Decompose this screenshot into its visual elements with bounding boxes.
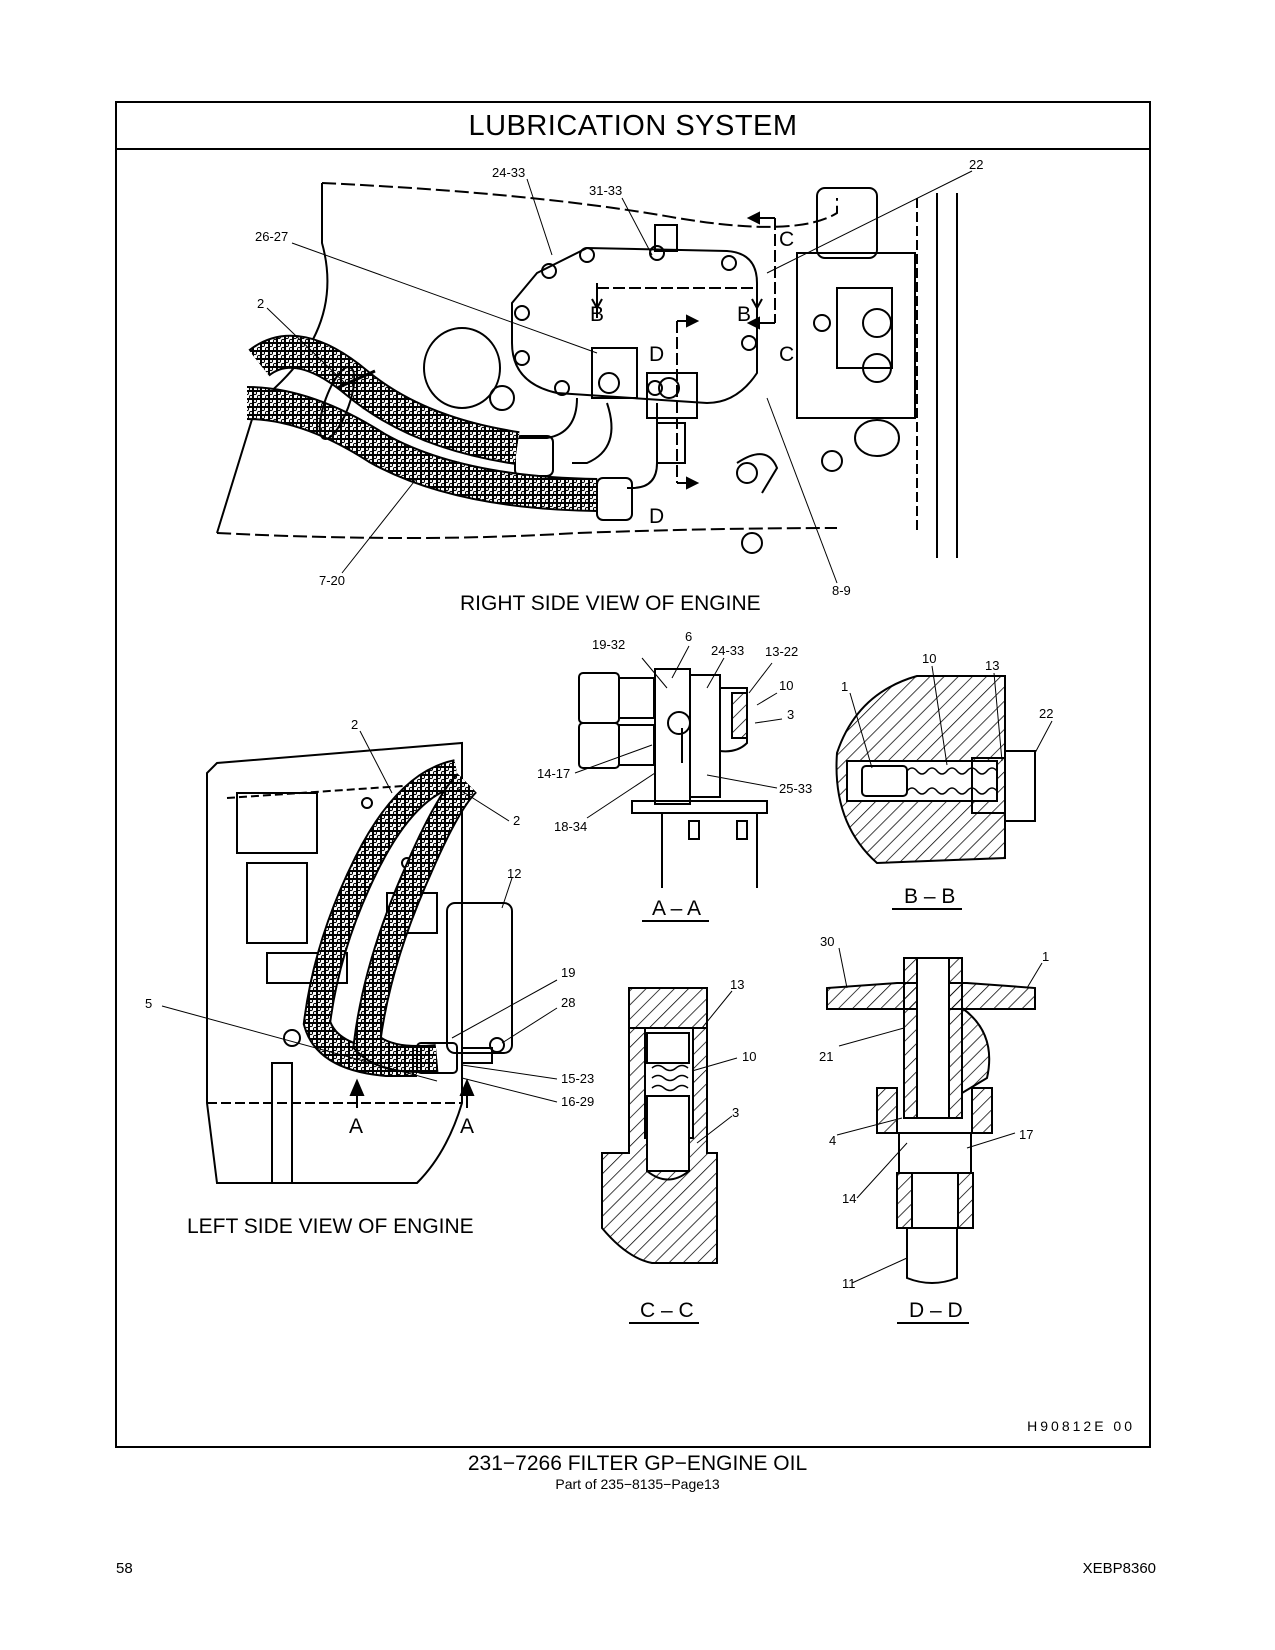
section-aa-label: A – A (652, 897, 701, 920)
lubrication-system-illustration: 24-33 31-33 22 26-27 2 7-20 8-9 B B C C … (145, 157, 1053, 1324)
section-marker-a-left: A (349, 1115, 363, 1138)
callout-28: 28 (561, 995, 575, 1010)
part-subtitle: Part of 235−8135−Page13 (555, 1476, 720, 1492)
section-marker-c-bottom: C (779, 343, 794, 366)
section-dd-drawing: 30 1 21 4 17 14 11 D – D (819, 934, 1049, 1324)
figure-frame: LUBRICATION SYSTEM (115, 101, 1151, 1448)
callout-25-33: 25-33 (779, 781, 812, 796)
section-cc-label: C – C (640, 1299, 694, 1322)
section-aa-drawing: 19-32 6 24-33 13-22 10 3 14-17 18-34 25-… (537, 629, 812, 922)
right-side-view-drawing: 24-33 31-33 22 26-27 2 7-20 8-9 B B C C … (216, 157, 983, 615)
callout-aa-24-33: 24-33 (711, 643, 744, 658)
callout-7-20: 7-20 (319, 573, 345, 588)
callout-13-22: 13-22 (765, 644, 798, 659)
callout-left-2a: 2 (351, 717, 358, 732)
callout-16-29: 16-29 (561, 1094, 594, 1109)
figure-code: H90812E 00 (1027, 1418, 1135, 1434)
callout-aa-3: 3 (787, 707, 794, 722)
right-side-view-caption: RIGHT SIDE VIEW OF ENGINE (460, 592, 761, 615)
callout-30: 30 (820, 934, 834, 949)
callout-21: 21 (819, 1049, 833, 1064)
callout-19-32: 19-32 (592, 637, 625, 652)
section-marker-c-top: C (779, 228, 794, 251)
callout-2: 2 (257, 296, 264, 311)
section-marker-d-top: D (649, 343, 664, 366)
page-number: 58 (116, 1560, 133, 1577)
section-marker-a-right: A (460, 1115, 474, 1138)
callout-cc-10: 10 (742, 1049, 756, 1064)
callout-dd-1: 1 (1042, 949, 1049, 964)
callout-8-9: 8-9 (832, 583, 851, 598)
section-marker-b-right: B (737, 303, 751, 326)
callout-24-33: 24-33 (492, 165, 525, 180)
section-marker-d-bottom: D (649, 505, 664, 528)
callout-bb-13: 13 (985, 658, 999, 673)
callout-cc-3: 3 (732, 1105, 739, 1120)
callout-14: 14 (842, 1191, 856, 1206)
callout-12: 12 (507, 866, 521, 881)
section-bb-drawing: 10 13 1 22 B – B (835, 651, 1053, 910)
left-side-view-drawing: 2 2 12 5 19 28 15-23 16-29 A A LEFT SIDE… (145, 717, 594, 1238)
callout-left-2b: 2 (513, 813, 520, 828)
callout-18-34: 18-34 (554, 819, 587, 834)
callout-22: 22 (969, 157, 983, 172)
callout-17: 17 (1019, 1127, 1033, 1142)
left-side-view-caption: LEFT SIDE VIEW OF ENGINE (187, 1215, 474, 1238)
callout-11: 11 (842, 1276, 856, 1291)
callout-bb-10: 10 (922, 651, 936, 666)
callout-14-17: 14-17 (537, 766, 570, 781)
part-title: 231−7266 FILTER GP−ENGINE OIL (467, 1452, 808, 1475)
section-bb-label: B – B (904, 885, 955, 908)
document-number: XEBP8360 (1082, 1560, 1156, 1577)
section-marker-b-left: B (590, 303, 604, 326)
callout-15-23: 15-23 (561, 1071, 594, 1086)
callout-aa-10: 10 (779, 678, 793, 693)
callout-6: 6 (685, 629, 692, 644)
callout-cc-13: 13 (730, 977, 744, 992)
callout-4: 4 (829, 1133, 836, 1148)
page-title: LUBRICATION SYSTEM (117, 103, 1149, 150)
section-cc-drawing: 13 10 3 C – C (601, 977, 756, 1324)
callout-31-33: 31-33 (589, 183, 622, 198)
callout-5: 5 (145, 996, 152, 1011)
callout-19: 19 (561, 965, 575, 980)
callout-26-27: 26-27 (255, 229, 288, 244)
section-dd-label: D – D (909, 1299, 963, 1322)
callout-bb-1: 1 (841, 679, 848, 694)
callout-bb-22: 22 (1039, 706, 1053, 721)
